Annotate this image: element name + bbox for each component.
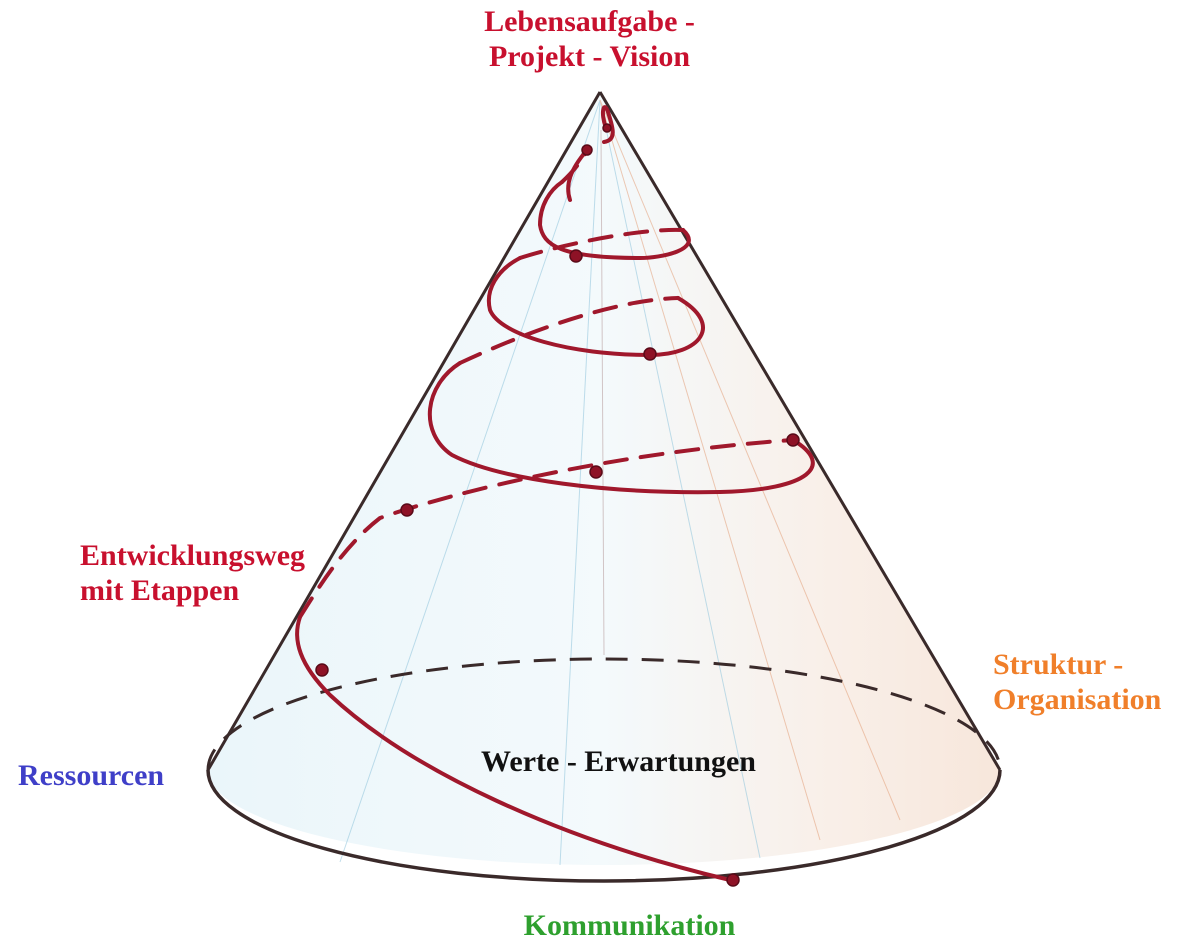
label-vision-line2: Projekt - Vision <box>488 40 691 73</box>
spiral-segment <box>427 361 815 495</box>
cone-right-edge <box>598 91 1002 771</box>
label-werte: Werte - Erwartungen <box>481 745 756 778</box>
base-ellipse-front <box>206 769 1002 883</box>
base-ellipse-back <box>206 657 1002 771</box>
stage-marker <box>643 347 657 361</box>
label-vision: Lebensaufgabe - Projekt - Vision <box>0 4 1179 74</box>
stage-marker <box>581 144 593 156</box>
construction-line-orange-1 <box>599 99 821 841</box>
construction-line-blue-2 <box>559 99 601 866</box>
label-struktur-line1: Struktur - <box>993 648 1124 681</box>
label-ressourcen: Ressourcen <box>18 759 165 792</box>
cone-left-edge <box>206 91 602 771</box>
construction-line-blue-1 <box>339 99 601 863</box>
spiral-segment <box>295 615 732 882</box>
spiral-front <box>295 105 815 882</box>
construction-line-orange-2 <box>599 99 901 821</box>
stage-marker <box>400 503 414 517</box>
construction-line-blue-3 <box>599 99 761 859</box>
spiral-dashed-segment <box>298 438 795 619</box>
label-struktur-line2: Organisation <box>993 683 1162 716</box>
label-vision-line1: Lebensaufgabe - <box>484 5 695 38</box>
label-entwicklungsweg-line1: Entwicklungsweg <box>80 539 306 572</box>
stage-marker <box>726 873 740 887</box>
stage-marker <box>602 123 612 133</box>
stage-markers <box>315 123 800 887</box>
label-kommunikation: Kommunikation <box>523 909 736 942</box>
stage-marker <box>315 663 329 677</box>
stage-marker <box>786 433 800 447</box>
stage-marker <box>589 465 603 479</box>
label-entwicklungsweg-line2: mit Etappen <box>80 574 240 607</box>
cone-body <box>208 92 1000 865</box>
construction-line-grey <box>600 129 605 656</box>
spiral-segment <box>537 180 691 261</box>
construction-lines <box>339 99 901 866</box>
spiral-segment <box>486 256 705 358</box>
stage-marker <box>569 249 583 263</box>
label-struktur: Struktur - Organisation <box>993 647 1161 717</box>
spiral-segment <box>600 105 615 144</box>
spiral-dashed-segment <box>458 296 680 365</box>
spiral-dashed-segment <box>518 227 685 260</box>
label-entwicklungsweg: Entwicklungsweg mit Etappen <box>80 538 305 608</box>
